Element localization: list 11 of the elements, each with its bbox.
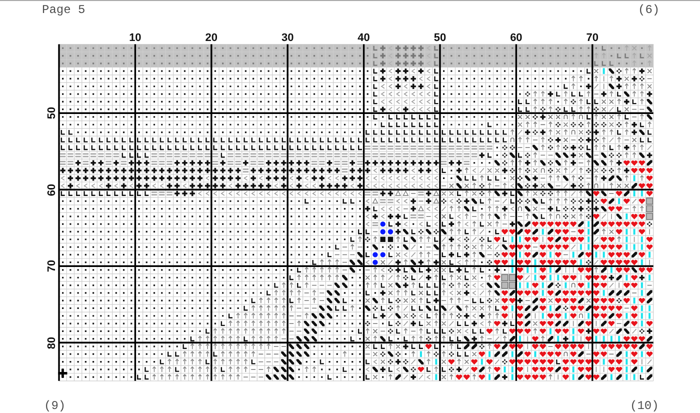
column-number: 50 — [434, 32, 446, 44]
page-reference: (6) — [638, 3, 660, 17]
page-reference: (9) — [44, 399, 66, 413]
column-number: 40 — [358, 32, 370, 44]
column-number: 30 — [281, 32, 294, 44]
column-number: 60 — [510, 32, 522, 44]
column-number: 70 — [586, 32, 599, 44]
page-number: Page 5 — [42, 3, 86, 17]
page-reference: (10) — [630, 399, 659, 413]
column-number: 10 — [129, 32, 142, 44]
column-number: 20 — [205, 32, 218, 44]
